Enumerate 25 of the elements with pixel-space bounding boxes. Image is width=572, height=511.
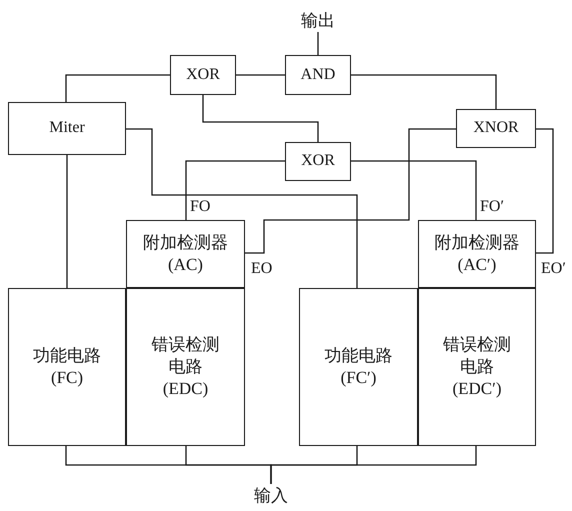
detector-box: 附加检测器 (AC) bbox=[126, 220, 245, 288]
connector-line bbox=[317, 32, 319, 55]
connector-line bbox=[65, 74, 170, 102]
connector-line bbox=[245, 128, 456, 254]
output-label: 输出 bbox=[298, 10, 338, 32]
connector-line bbox=[185, 160, 285, 220]
gate-box: AND bbox=[285, 55, 351, 95]
connector-line bbox=[351, 160, 477, 220]
connector-line bbox=[126, 128, 358, 288]
gate-box: XNOR bbox=[456, 109, 536, 148]
detector-box: 附加检测器 (AC′) bbox=[418, 220, 536, 288]
input-label: 输入 bbox=[251, 484, 291, 508]
connector-line bbox=[66, 155, 68, 288]
connector-line bbox=[202, 95, 319, 142]
connector-line bbox=[270, 446, 477, 484]
circuit-box: 功能电路 (FC) bbox=[8, 288, 126, 446]
module-box: Miter bbox=[8, 102, 126, 155]
gate-box: XOR bbox=[285, 142, 351, 181]
circuit-box: 错误检测电路 (EDC′) bbox=[418, 288, 536, 446]
gate-box: XOR bbox=[170, 55, 236, 95]
circuit-box: 错误检测电路 (EDC) bbox=[126, 288, 245, 446]
connector-line bbox=[536, 128, 554, 254]
connector-line bbox=[351, 74, 497, 109]
connector-line bbox=[236, 74, 285, 76]
circuit-box: 功能电路 (FC′) bbox=[299, 288, 418, 446]
